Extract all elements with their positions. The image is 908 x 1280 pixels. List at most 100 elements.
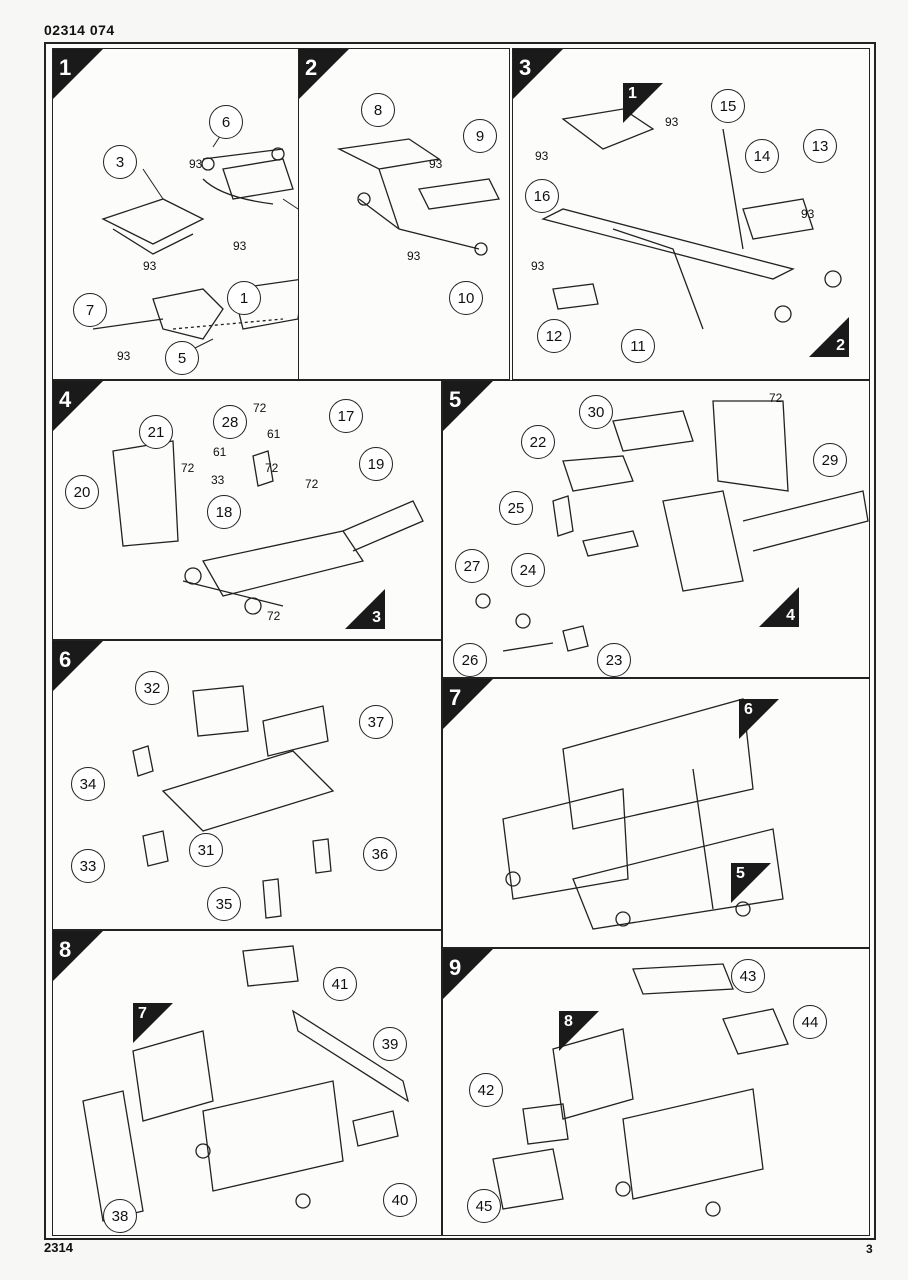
part-callout-29: 29 xyxy=(813,443,847,477)
part-callout-17: 17 xyxy=(329,399,363,433)
step-3-number: 3 xyxy=(519,55,532,80)
part-callout-8: 8 xyxy=(361,93,395,127)
part-callout-15: 15 xyxy=(711,89,745,123)
part-callout-31: 31 xyxy=(189,833,223,867)
step-7-number: 7 xyxy=(449,685,462,710)
step-ref-4: 4 xyxy=(759,587,799,627)
step-2-illustration xyxy=(336,138,500,256)
step-5-badge xyxy=(443,381,493,431)
step-6-panel: 6 32 37 34 31 36 33 35 xyxy=(52,640,442,930)
step-ref-7: 7 xyxy=(133,1003,173,1043)
step-3-illustration xyxy=(541,108,842,330)
part-callout-43: 43 xyxy=(731,959,765,993)
step-7-panel: 7 6 5 xyxy=(442,678,870,948)
step-8-badge xyxy=(53,931,103,981)
part-callout-24: 24 xyxy=(511,553,545,587)
glue-label: 93 xyxy=(429,157,443,171)
part-callout-19: 19 xyxy=(359,447,393,481)
paint-label: 72 xyxy=(181,461,195,475)
part-callout-42: 42 xyxy=(469,1073,503,1107)
part-callout-28: 28 xyxy=(213,405,247,439)
part-callout-33: 33 xyxy=(71,849,105,883)
step-9-number: 9 xyxy=(449,955,462,980)
paint-label: 72 xyxy=(253,401,267,415)
part-callout-39: 39 xyxy=(373,1027,407,1061)
glue-label: 93 xyxy=(665,115,679,129)
glue-label: 93 xyxy=(117,349,131,363)
step-ref-8: 8 xyxy=(559,1011,599,1051)
step-6-badge xyxy=(53,641,103,691)
step-ref-6: 6 xyxy=(739,699,779,739)
part-callout-37: 37 xyxy=(359,705,393,739)
paint-label: 72 xyxy=(769,391,783,405)
part-callout-38: 38 xyxy=(103,1199,137,1233)
glue-label: 93 xyxy=(233,239,247,253)
step-1-badge xyxy=(53,49,103,99)
step-5-panel: 5 4 30 22 29 25 24 27 26 23 72 xyxy=(442,380,870,678)
part-callout-27: 27 xyxy=(455,549,489,583)
paint-label: 33 xyxy=(211,473,225,487)
part-callout-22: 22 xyxy=(521,425,555,459)
part-callout-18: 18 xyxy=(207,495,241,529)
part-callout-25: 25 xyxy=(499,491,533,525)
step-3-panel: 3 1 2 15 14 13 16 12 11 93 93 93 93 xyxy=(512,48,870,380)
step-4-badge xyxy=(53,381,103,431)
part-callout-40: 40 xyxy=(383,1183,417,1217)
page-number: 3 xyxy=(866,1242,873,1256)
step-8-panel: 8 7 41 39 40 38 xyxy=(52,930,442,1236)
part-callout-9: 9 xyxy=(463,119,497,153)
step-9-panel: 9 8 43 44 42 45 xyxy=(442,948,870,1236)
part-callout-12: 12 xyxy=(537,319,571,353)
step-5-illustration xyxy=(475,400,869,652)
paint-label: 61 xyxy=(213,445,227,459)
part-callout-26: 26 xyxy=(453,643,487,677)
step-ref-5: 5 xyxy=(731,863,771,903)
part-callout-41: 41 xyxy=(323,967,357,1001)
step-9-badge xyxy=(443,949,493,999)
step-7-illustration xyxy=(502,698,784,930)
step-4-panel: 4 3 21 28 17 19 20 18 72 61 61 33 72 72 … xyxy=(52,380,442,640)
glue-label: 93 xyxy=(189,157,203,171)
step-1-panel: 1 6 3 4 4 1 7 5 2 93 93 93 93 93 xyxy=(52,48,304,380)
glue-label: 93 xyxy=(535,149,549,163)
part-callout-35: 35 xyxy=(207,887,241,921)
step-7-badge xyxy=(443,679,493,729)
paint-label: 61 xyxy=(267,427,281,441)
part-callout-1: 1 xyxy=(227,281,261,315)
model-number: 2314 xyxy=(44,1240,73,1255)
part-callout-36: 36 xyxy=(363,837,397,871)
step-2-panel: 2 8 9 10 93 93 xyxy=(298,48,510,380)
glue-label: 93 xyxy=(407,249,421,263)
step-2-badge xyxy=(299,49,349,99)
step-4-number: 4 xyxy=(59,387,72,412)
part-callout-34: 34 xyxy=(71,767,105,801)
part-callout-32: 32 xyxy=(135,671,169,705)
paint-label: 72 xyxy=(265,461,279,475)
step-ref-2: 2 xyxy=(809,317,849,357)
step-3-badge xyxy=(513,49,563,99)
part-callout-7: 7 xyxy=(73,293,107,327)
step-ref-3: 3 xyxy=(345,589,385,629)
part-callout-44: 44 xyxy=(793,1005,827,1039)
part-callout-3: 3 xyxy=(103,145,137,179)
step-2-number: 2 xyxy=(305,55,318,80)
part-callout-11: 11 xyxy=(621,329,655,363)
step-6-illustration xyxy=(132,685,335,919)
step-9-illustration xyxy=(492,963,789,1217)
part-callout-6: 6 xyxy=(209,105,243,139)
part-callout-14: 14 xyxy=(745,139,779,173)
part-callout-21: 21 xyxy=(139,415,173,449)
part-callout-10: 10 xyxy=(449,281,483,315)
part-callout-45: 45 xyxy=(467,1189,501,1223)
part-callout-23: 23 xyxy=(597,643,631,677)
document-code: 02314 074 xyxy=(44,22,115,38)
paint-label: 72 xyxy=(305,477,319,491)
part-callout-16: 16 xyxy=(525,179,559,213)
step-8-illustration xyxy=(82,945,410,1222)
part-callout-13: 13 xyxy=(803,129,837,163)
instruction-sheet: 1 6 3 4 4 1 7 5 2 93 93 93 93 93 2 8 9 1… xyxy=(44,42,876,1240)
step-8-number: 8 xyxy=(59,937,72,962)
part-callout-5: 5 xyxy=(165,341,199,375)
step-6-number: 6 xyxy=(59,647,72,672)
part-callout-20: 20 xyxy=(65,475,99,509)
